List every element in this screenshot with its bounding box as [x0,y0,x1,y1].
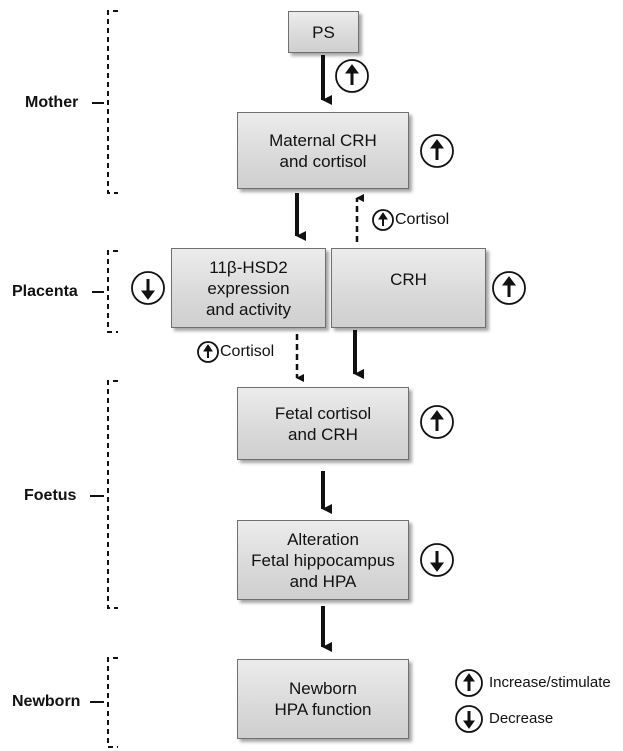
bracket-newborn [107,657,118,748]
bracket-foetus [107,380,118,609]
box-fetal-label: Fetal cortisol and CRH [274,403,372,444]
box-crh-label: CRH [390,270,427,289]
box-newborn-hpa: Newborn HPA function [237,659,409,739]
box-fetal-cortisol-crh: Fetal cortisol and CRH [237,387,409,460]
box-maternal-label: Maternal CRH and cortisol [269,130,377,171]
stage-label-placenta: Placenta [12,283,78,300]
note-cortisol-fetal: Cortisol [220,343,275,360]
box-crh: CRH [331,248,486,328]
bracket-placenta [107,250,118,333]
legend-decrease-label: Decrease [489,710,554,727]
stage-label-newborn: Newborn [12,693,81,710]
legend-increase-label: Increase/stimulate [489,674,611,691]
box-hsd2-label: 11β-HSD2 expression and activity [205,257,292,319]
note-cortisol-maternal: Cortisol [395,211,450,228]
bracket-mother [107,10,118,194]
stage-label-foetus: Foetus [24,487,77,504]
box-maternal-crh-cortisol: Maternal CRH and cortisol [237,112,409,189]
box-ps: PS [288,11,359,53]
box-ps-label: PS [312,22,335,42]
box-newborn-label: Newborn HPA function [274,679,372,719]
box-alteration-label: Alteration Fetal hippocampus and HPA [251,529,395,591]
box-11b-hsd2: 11β-HSD2 expression and activity [171,248,326,328]
stage-label-mother: Mother [25,94,79,111]
box-alteration: Alteration Fetal hippocampus and HPA [237,520,409,600]
